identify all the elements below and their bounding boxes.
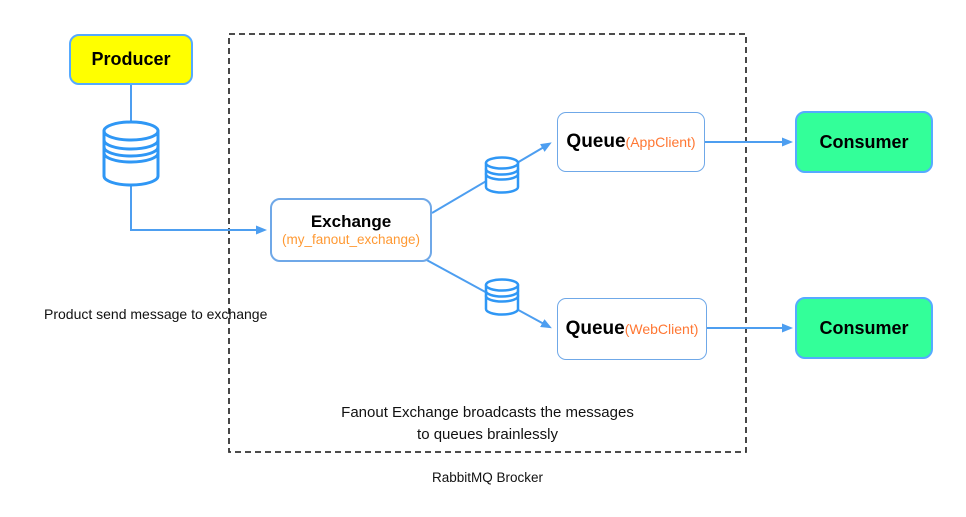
database-cylinder-icon <box>484 278 520 316</box>
queue-web-node: Queue(WebClient) <box>557 298 707 360</box>
exchange-name-label: (my_fanout_exchange) <box>281 232 421 248</box>
producer-label: Producer <box>91 49 171 69</box>
consumer-app-label: Consumer <box>819 131 909 152</box>
consumer-web-node: Consumer <box>795 297 933 359</box>
producer-node: Producer <box>69 34 193 85</box>
queue-app-label: Queue <box>566 131 626 152</box>
producer-note: Product send message to exchange <box>44 306 268 322</box>
exchange-label: Exchange <box>310 211 392 231</box>
consumer-web-label: Consumer <box>819 317 909 338</box>
arrow-exchange-to-queue-web <box>422 257 552 329</box>
exchange-node: Exchange (my_fanout_exchange) <box>270 198 432 262</box>
fanout-note-line2: to queues brainlessly <box>417 426 558 443</box>
queue-web-client-label: (WebClient) <box>624 321 699 337</box>
broker-dashed-boundary <box>228 33 747 453</box>
database-cylinder-icon <box>484 156 520 194</box>
queue-app-node: Queue(AppClient) <box>557 112 705 172</box>
broker-label: RabbitMQ Brocker <box>431 470 544 485</box>
consumer-app-node: Consumer <box>795 111 933 173</box>
queue-web-label: Queue <box>565 318 625 339</box>
fanout-note-line1: Fanout Exchange broadcasts the messages <box>341 404 634 421</box>
fanout-note: Fanout Exchange broadcasts the messages … <box>229 402 746 446</box>
queue-app-client-label: (AppClient) <box>625 134 696 150</box>
database-cylinder-icon <box>102 120 160 187</box>
